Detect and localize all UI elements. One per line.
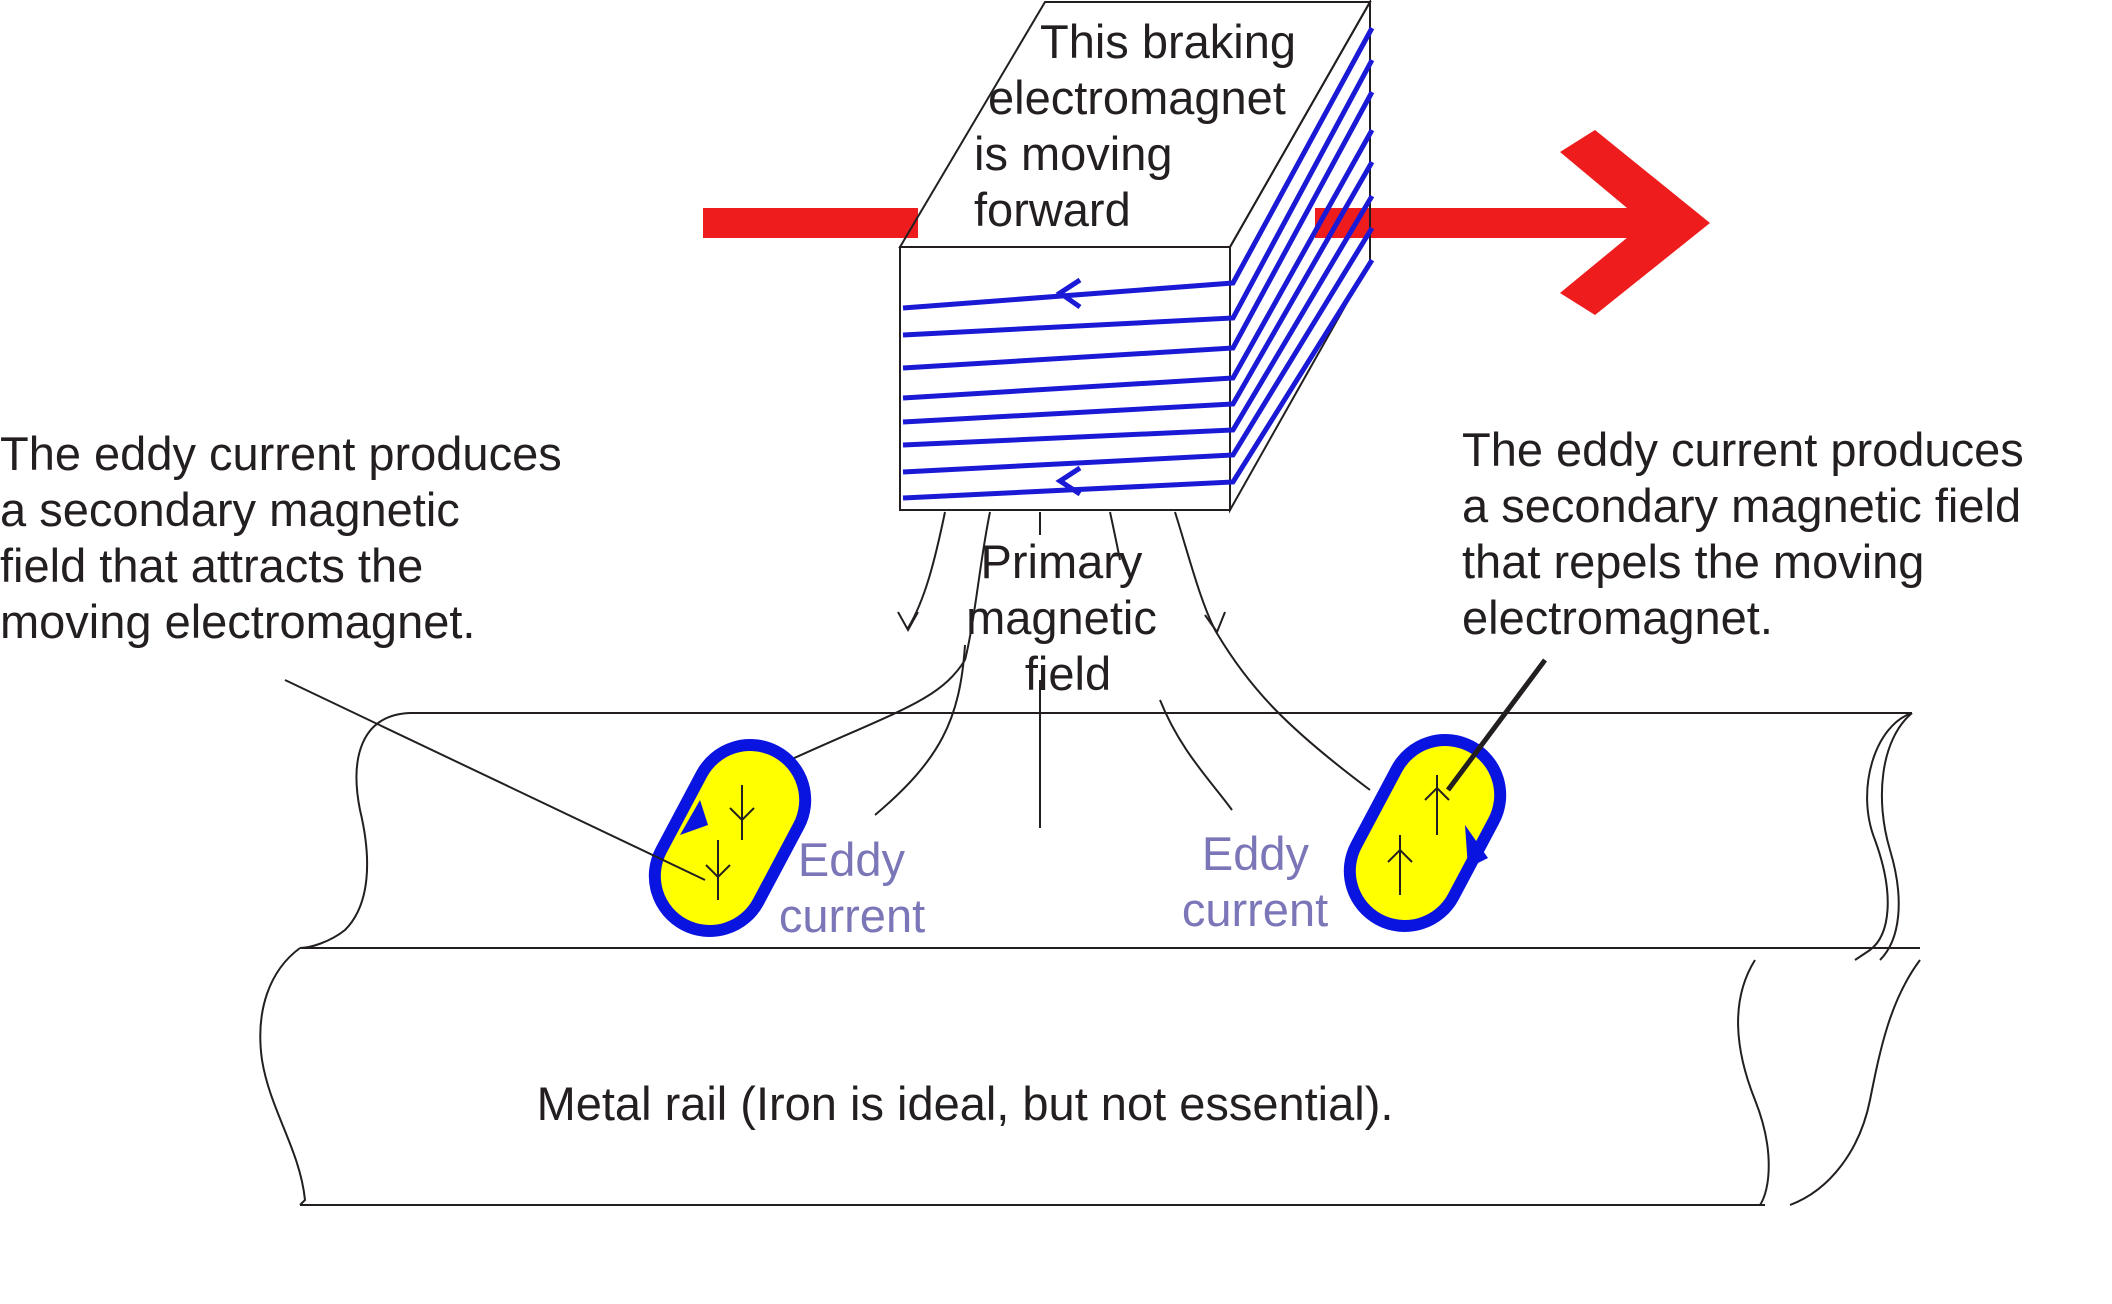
eddy-current-label-right: Eddy current	[1182, 827, 1328, 936]
current-arrow-icon	[1424, 786, 1450, 801]
left-note: The eddy current produces a secondary ma…	[0, 427, 575, 648]
right-arrow-icon	[703, 130, 1710, 315]
primary-field-label: Primary magnetic field	[966, 535, 1170, 700]
left-note-pointer	[284, 679, 706, 881]
current-arrow-icon	[705, 864, 731, 879]
field-arrow-icon	[897, 611, 919, 633]
current-arrow-icon	[1387, 848, 1413, 863]
coil-windings	[902, 26, 1375, 501]
metal-rail: Metal rail (Iron is ideal, but not essen…	[259, 712, 1921, 1206]
right-note-pointer	[1445, 658, 1548, 792]
eddy-arrow-icon	[1465, 825, 1488, 868]
right-note: The eddy current produces a secondary ma…	[1462, 423, 2037, 644]
eddy-arrow-icon	[680, 800, 708, 835]
primary-field-lines	[789, 511, 1371, 828]
magnet-label: This braking electromagnet is moving for…	[974, 15, 1309, 236]
eddy-current-label-left: Eddy current	[779, 833, 925, 942]
eddy-current-loop-right	[1343, 734, 1507, 932]
current-arrow-icon	[729, 807, 755, 822]
rail-label: Metal rail (Iron is ideal, but not essen…	[537, 1077, 1394, 1130]
winding-arrow-icon	[1055, 465, 1082, 497]
eddy-current-loop-left	[648, 739, 812, 937]
winding-arrow-icon	[1055, 277, 1082, 310]
